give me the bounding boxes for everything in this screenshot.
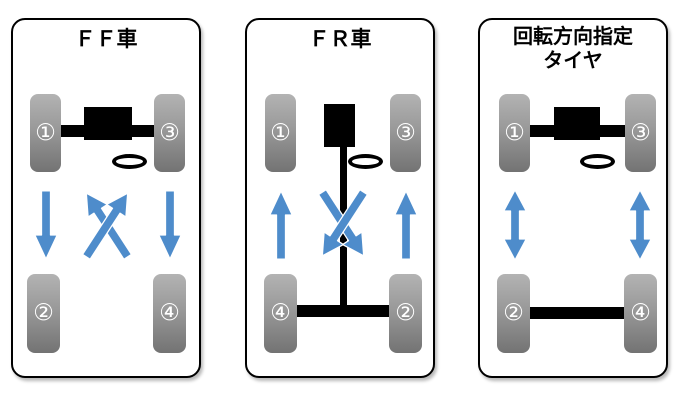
steering-wheel-icon: [112, 154, 147, 169]
steering-wheel-icon: [580, 154, 615, 169]
panel-ff-car: ＦＦ車 ① ③ ② ④: [11, 18, 201, 378]
tire-front-right: ③: [154, 94, 185, 172]
rear-axle: [295, 305, 392, 317]
tire-rear-right: ④: [153, 274, 186, 353]
tire-rear-left: ④: [264, 274, 297, 353]
panel-directional-tires: 回転方向指定 タイヤ ① ③ ② ④: [478, 18, 668, 378]
double-arrow-vertical-icon: [628, 189, 652, 261]
panel-title: ＦＦ車: [74, 27, 138, 51]
tire-number-label: ①: [35, 119, 56, 146]
engine-block: [554, 107, 600, 140]
crossed-arrows-up-icon: [81, 192, 133, 260]
crossed-arrows-down-icon: [317, 189, 369, 257]
tire-front-right: ③: [625, 94, 656, 172]
tire-front-left: ①: [499, 94, 530, 172]
tire-number-label: ①: [504, 119, 525, 146]
tire-number-label: ③: [630, 119, 651, 146]
tire-number-label: ④: [270, 300, 291, 326]
arrow-down-icon: [34, 190, 58, 260]
rear-axle: [527, 307, 625, 319]
arrow-up-icon: [269, 190, 293, 260]
double-arrow-vertical-icon: [503, 189, 527, 261]
panel-title-line-2: タイヤ: [543, 48, 603, 72]
tire-rear-left: ②: [27, 274, 60, 353]
arrow-up-icon: [394, 190, 418, 260]
tire-number-label: ④: [630, 300, 651, 326]
panel-title: ＦＲ車: [308, 27, 372, 51]
tire-number-label: ②: [503, 300, 524, 326]
tire-front-left: ①: [30, 94, 61, 172]
tire-number-label: ②: [33, 300, 54, 326]
tire-front-right: ③: [390, 94, 421, 172]
panel-fr-car: ＦＲ車 ① ③ ④ ②: [245, 18, 435, 378]
tire-rear-right: ②: [389, 274, 422, 353]
engine-block: [84, 107, 132, 140]
tire-front-left: ①: [265, 94, 296, 172]
tire-number-label: ①: [270, 119, 291, 146]
panel-title: 回転方向指定 タイヤ: [480, 24, 666, 72]
steering-wheel-icon: [348, 154, 383, 169]
tire-rear-left: ②: [497, 274, 530, 353]
engine-block: [324, 104, 355, 147]
tire-rear-right: ④: [624, 274, 657, 353]
tire-number-label: ③: [159, 119, 180, 146]
tire-number-label: ④: [159, 300, 180, 326]
tire-number-label: ②: [395, 300, 416, 326]
tire-number-label: ③: [395, 119, 416, 146]
arrow-down-icon: [158, 190, 182, 260]
panel-title-line-1: 回転方向指定: [513, 24, 633, 48]
